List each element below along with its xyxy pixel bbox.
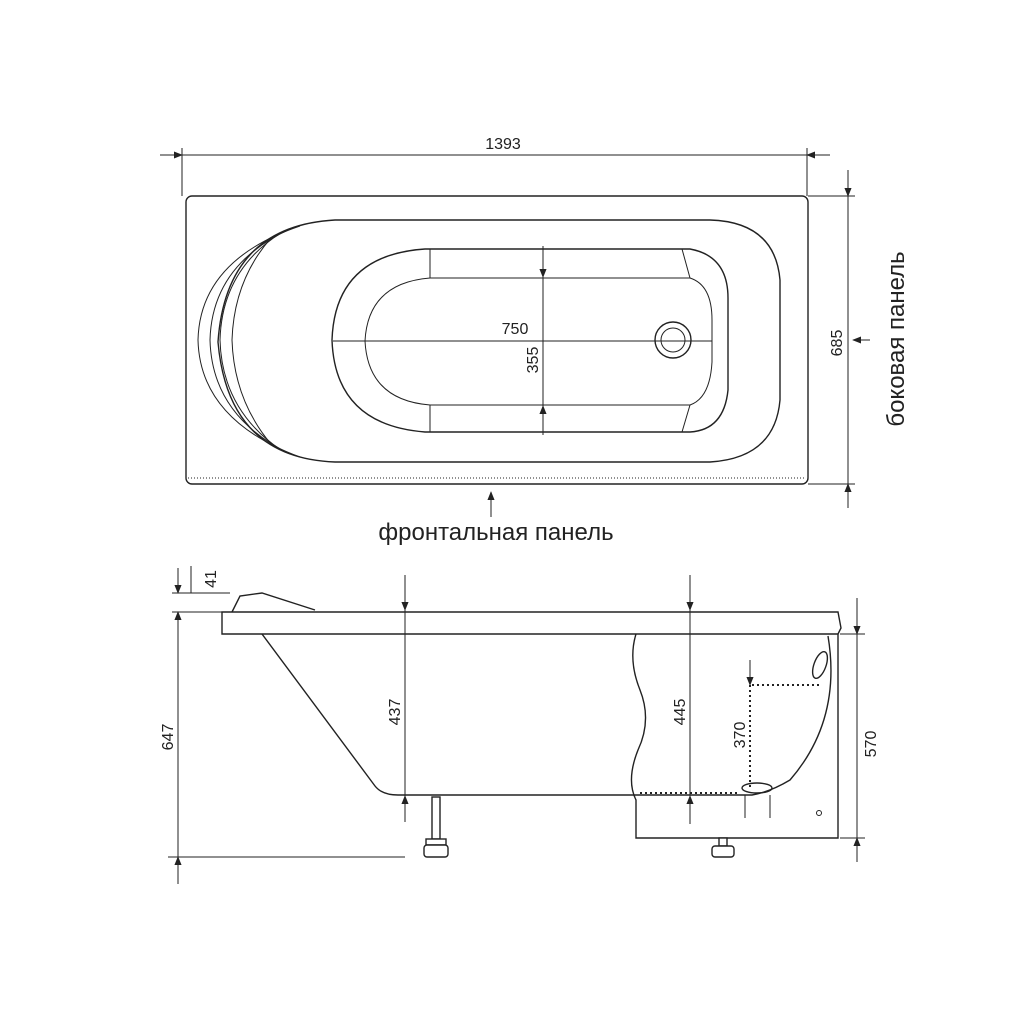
tub-body-profile: [261, 633, 636, 796]
backrest-lines: [197, 225, 301, 458]
overall-length-value: 1393: [485, 136, 521, 153]
dimension-inner-depth-437: 437: [387, 575, 409, 822]
rim-profile: [221, 611, 842, 635]
side-panel-label: боковая панель: [883, 251, 910, 426]
dimension-basin-width: 355: [525, 246, 547, 435]
side-view: 41 647 437 445 370: [160, 566, 880, 884]
inner-depth-437-value: 437: [387, 699, 404, 726]
tub-rim-outline: [185, 195, 809, 485]
basin-outline: [331, 248, 729, 433]
dimension-total-height: 647: [160, 566, 405, 884]
top-view: 1393 750: [160, 136, 910, 546]
basin-width-value: 355: [525, 347, 542, 374]
rim-height-value: 41: [203, 570, 220, 588]
panel-height-value: 570: [863, 731, 880, 758]
drain-hole: [654, 321, 692, 359]
overall-width-value: 685: [829, 330, 846, 357]
dimension-overall-length: 1393: [160, 136, 830, 196]
total-height-value: 647: [160, 724, 177, 751]
basin-length-value: 750: [502, 321, 529, 338]
basin-floor: [364, 277, 713, 406]
dimension-basin-length: 750: [333, 321, 712, 342]
leg-left: [423, 796, 449, 858]
dimension-inner-depth-445: 445: [672, 575, 694, 824]
dimension-overflow-height: 370: [732, 660, 754, 790]
leg-right: [711, 837, 735, 858]
dimension-panel-height: 570: [840, 598, 880, 862]
front-panel-label: фронтальная панель: [378, 519, 613, 546]
dimension-overall-width: 685: [808, 170, 855, 508]
drain-outlet: [741, 782, 773, 794]
tub-inner-outline: [217, 219, 781, 463]
tub-end-profile: [636, 635, 832, 796]
overflow-height-value: 370: [732, 722, 749, 749]
overflow-hole: [811, 650, 829, 680]
inner-depth-445-value: 445: [672, 699, 689, 726]
front-panel-cutaway: [630, 633, 839, 839]
headrest-profile: [231, 592, 316, 613]
